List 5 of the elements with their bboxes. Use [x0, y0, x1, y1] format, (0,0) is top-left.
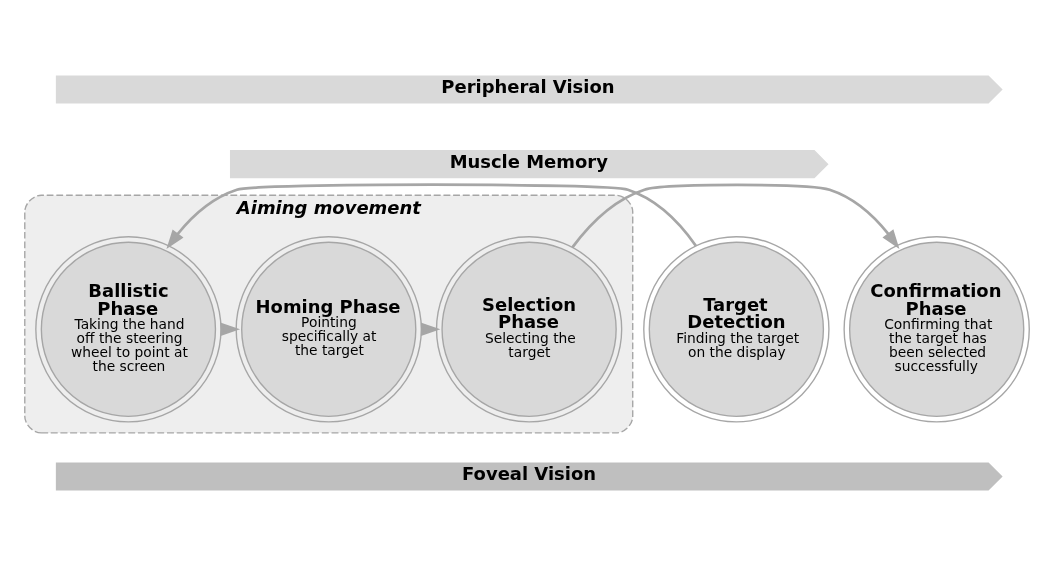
node-circle: Target Detection Finding the target on the display — [643, 236, 830, 423]
arrow — [166, 183, 697, 250]
arrow — [571, 183, 900, 249]
node-circle: Selection Phase Selecting the target — [435, 236, 623, 423]
node-circle: Confirmation Phase Confirming that the target has been selected successfully — [843, 236, 1030, 423]
